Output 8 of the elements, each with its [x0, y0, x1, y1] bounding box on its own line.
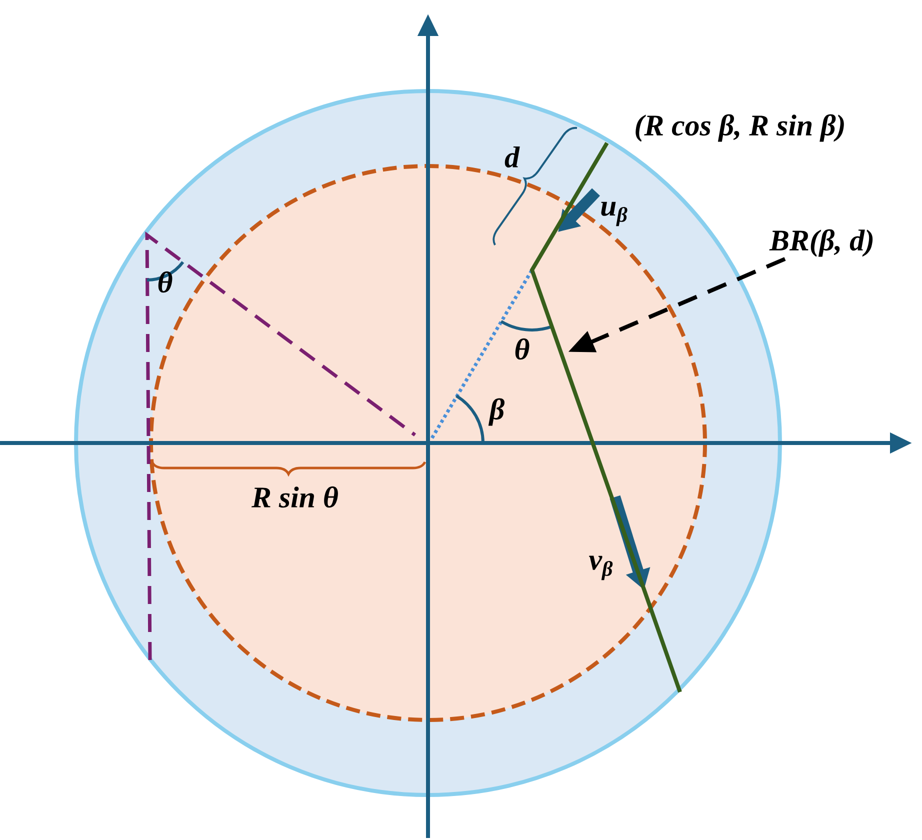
math-label: BR(β, d)	[769, 229, 873, 257]
math-label: R sin θ	[251, 486, 338, 508]
math-label: (R cos β, R sin β)	[636, 114, 844, 142]
math-label: u$_{β}$	[601, 202, 628, 226]
math-label: θ	[515, 338, 530, 360]
math-label: θ	[158, 271, 172, 293]
math-label: v$_{β}$	[589, 556, 613, 580]
ray-line	[530, 142, 682, 693]
